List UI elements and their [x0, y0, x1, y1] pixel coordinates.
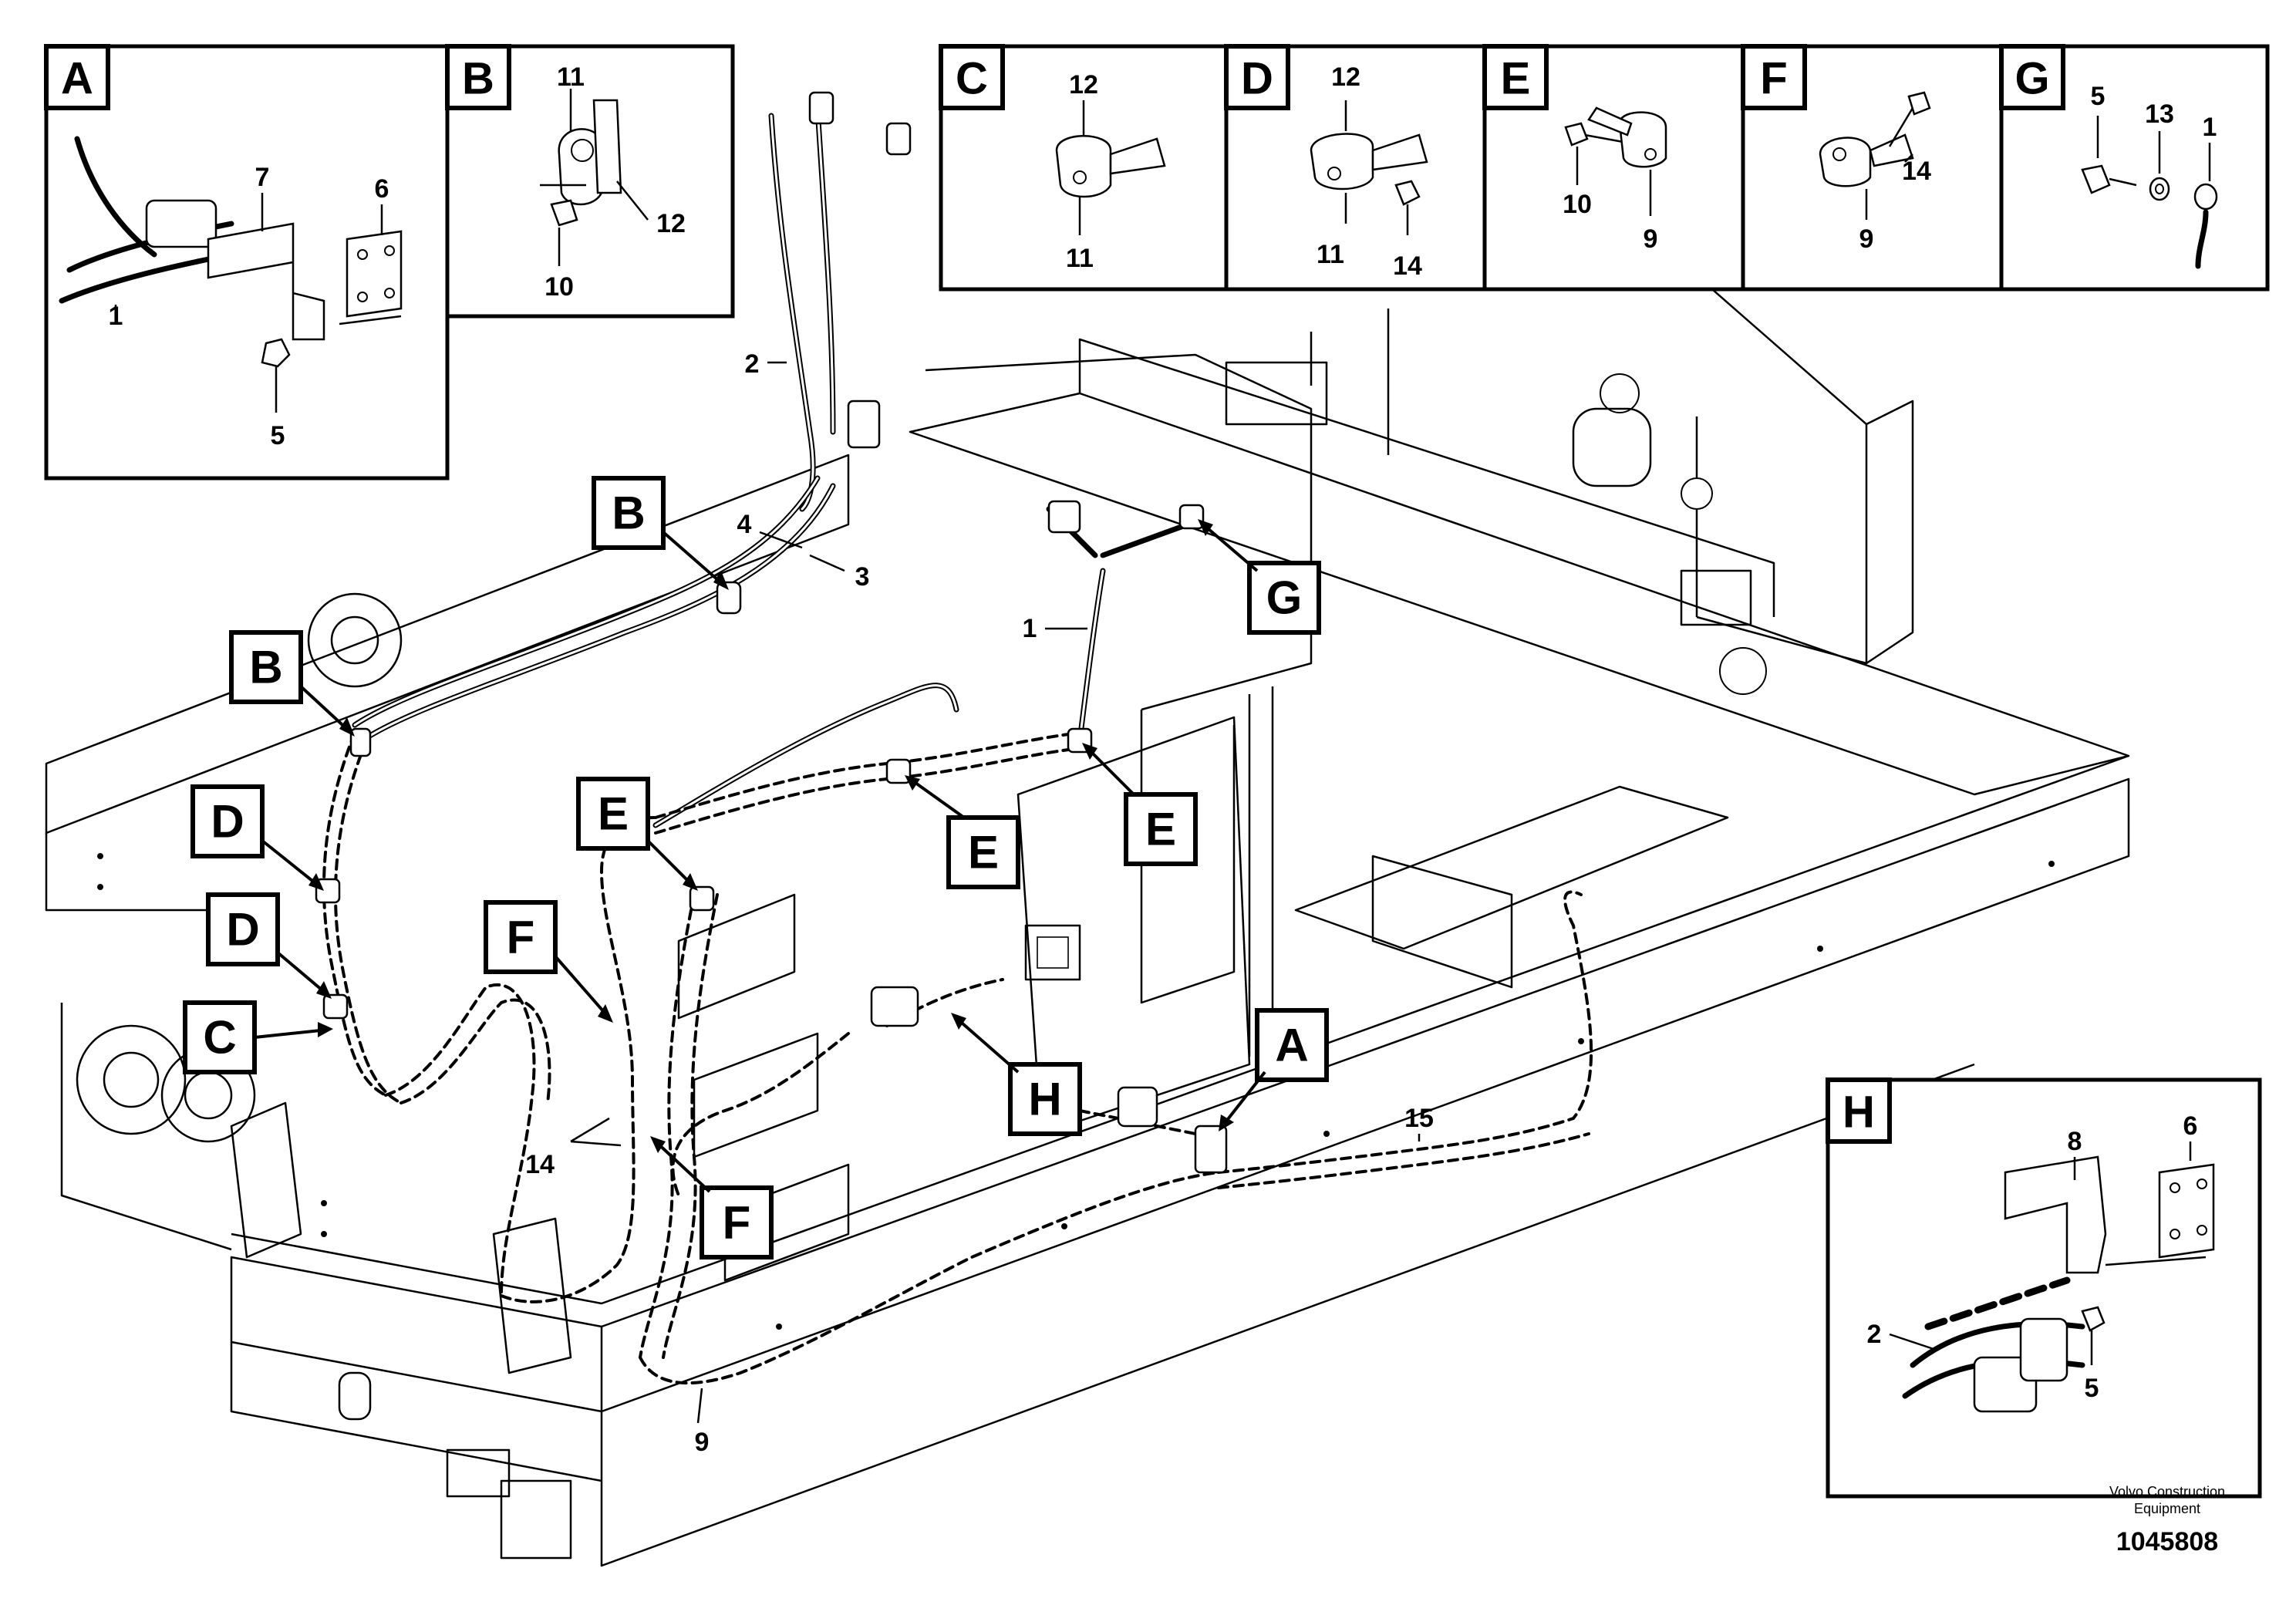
part-number-9-f: 9: [1859, 224, 1874, 254]
inset-f-label: F: [1760, 54, 1787, 104]
main-part-number-14: 14: [525, 1150, 555, 1179]
main-part-number-1: 1: [1023, 614, 1037, 643]
callout-tag-e-middle: E: [905, 775, 1020, 889]
callout-h-label: H: [1028, 1074, 1061, 1125]
part-number-1-g: 1: [2203, 113, 2217, 142]
part-number-6: 6: [375, 174, 389, 204]
part-number-1: 1: [109, 302, 123, 331]
callout-tag-d-lower: D: [206, 892, 332, 999]
callout-c-label: C: [203, 1012, 236, 1064]
inset-c-label: C: [956, 54, 988, 104]
part-number-5-g: 5: [2091, 82, 2106, 111]
callout-d-upper-label: D: [211, 796, 244, 848]
callout-tag-f-upper: F: [484, 900, 613, 1023]
callout-e-middle-label: E: [968, 827, 999, 878]
footer-company-line2: Equipment: [2134, 1501, 2200, 1516]
callout-tag-b-lower: B: [229, 630, 355, 737]
part-number-10: 10: [544, 272, 574, 302]
callout-tag-b-upper: B: [592, 476, 729, 590]
inset-h: H 8 6 2 5: [1826, 1077, 2262, 1499]
part-number-12-d: 12: [1331, 62, 1360, 92]
part-number-11-d: 11: [1317, 240, 1344, 269]
callout-f-upper-label: F: [507, 912, 535, 963]
callout-tag-a: A: [1219, 1008, 1329, 1131]
callout-b-lower-label: B: [249, 642, 282, 693]
callout-e-left-label: E: [598, 788, 629, 840]
drawing-number: 1045808: [2116, 1527, 2218, 1556]
callout-e-right-label: E: [1145, 804, 1176, 855]
inset-strip-top: [939, 44, 2270, 292]
inset-c: C 12 11: [939, 44, 1166, 273]
callout-tag-f-lower: F: [650, 1136, 774, 1259]
inset-e-label: E: [1501, 54, 1531, 104]
callout-tag-h: H: [951, 1013, 1082, 1136]
inset-a: A 1 7 6 5: [44, 44, 450, 481]
part-number-11-c: 11: [1066, 244, 1094, 273]
main-part-number-2: 2: [745, 349, 760, 379]
inset-f: F 9 14: [1741, 44, 1931, 254]
part-number-14-f: 14: [1902, 157, 1931, 186]
part-number-8-h: 8: [2068, 1127, 2082, 1156]
part-number-10-e: 10: [1563, 190, 1592, 219]
main-part-number-4: 4: [737, 510, 752, 539]
main-part-labels: 2 4 3 1 14 9 15: [525, 349, 1434, 1457]
part-number-9-e: 9: [1644, 224, 1658, 254]
part-number-7: 7: [255, 163, 270, 192]
callout-a-label: A: [1275, 1020, 1308, 1071]
inset-d-label: D: [1241, 54, 1273, 104]
inset-a-label: A: [61, 54, 93, 104]
callout-g-label: G: [1266, 572, 1303, 624]
footer-credits: Volvo Construction Equipment 1045808: [2109, 1484, 2225, 1556]
callout-b-upper-label: B: [612, 487, 645, 539]
main-part-number-3: 3: [855, 562, 870, 592]
callout-d-lower-label: D: [226, 904, 259, 956]
harness-clips: [315, 91, 1228, 1174]
callout-tag-e-right: E: [1082, 743, 1198, 866]
machine-frame: [45, 207, 2130, 1567]
inset-g-label: G: [2014, 54, 2049, 104]
inset-b: B 11 12 10: [445, 44, 735, 319]
callout-f-lower-label: F: [723, 1197, 751, 1249]
inset-g: G 5 13 1: [1999, 44, 2218, 269]
callout-tag-e-left: E: [576, 777, 698, 891]
part-number-6-h: 6: [2183, 1111, 2198, 1141]
callout-tag-d-upper: D: [190, 784, 324, 891]
part-number-11: 11: [557, 62, 585, 92]
inset-e: E 10 9: [1482, 44, 1667, 254]
main-part-number-9: 9: [695, 1428, 710, 1457]
part-number-5: 5: [271, 421, 285, 450]
part-number-14-d: 14: [1393, 251, 1422, 281]
part-number-13-g: 13: [2145, 99, 2174, 129]
part-number-12-c: 12: [1069, 70, 1098, 99]
part-number-12: 12: [656, 209, 686, 238]
harness-solid-cables: [352, 105, 1191, 828]
inset-h-label: H: [1843, 1088, 1875, 1138]
callout-tag-c: C: [183, 1000, 333, 1074]
main-part-number-15: 15: [1404, 1104, 1434, 1133]
inset-b-label: B: [462, 54, 494, 104]
inset-d: D 12 11 14: [1224, 44, 1428, 281]
footer-company-line1: Volvo Construction: [2109, 1484, 2225, 1499]
part-number-2-h: 2: [1867, 1320, 1882, 1349]
part-number-5-h: 5: [2085, 1374, 2099, 1403]
callout-tag-g: G: [1198, 519, 1321, 635]
